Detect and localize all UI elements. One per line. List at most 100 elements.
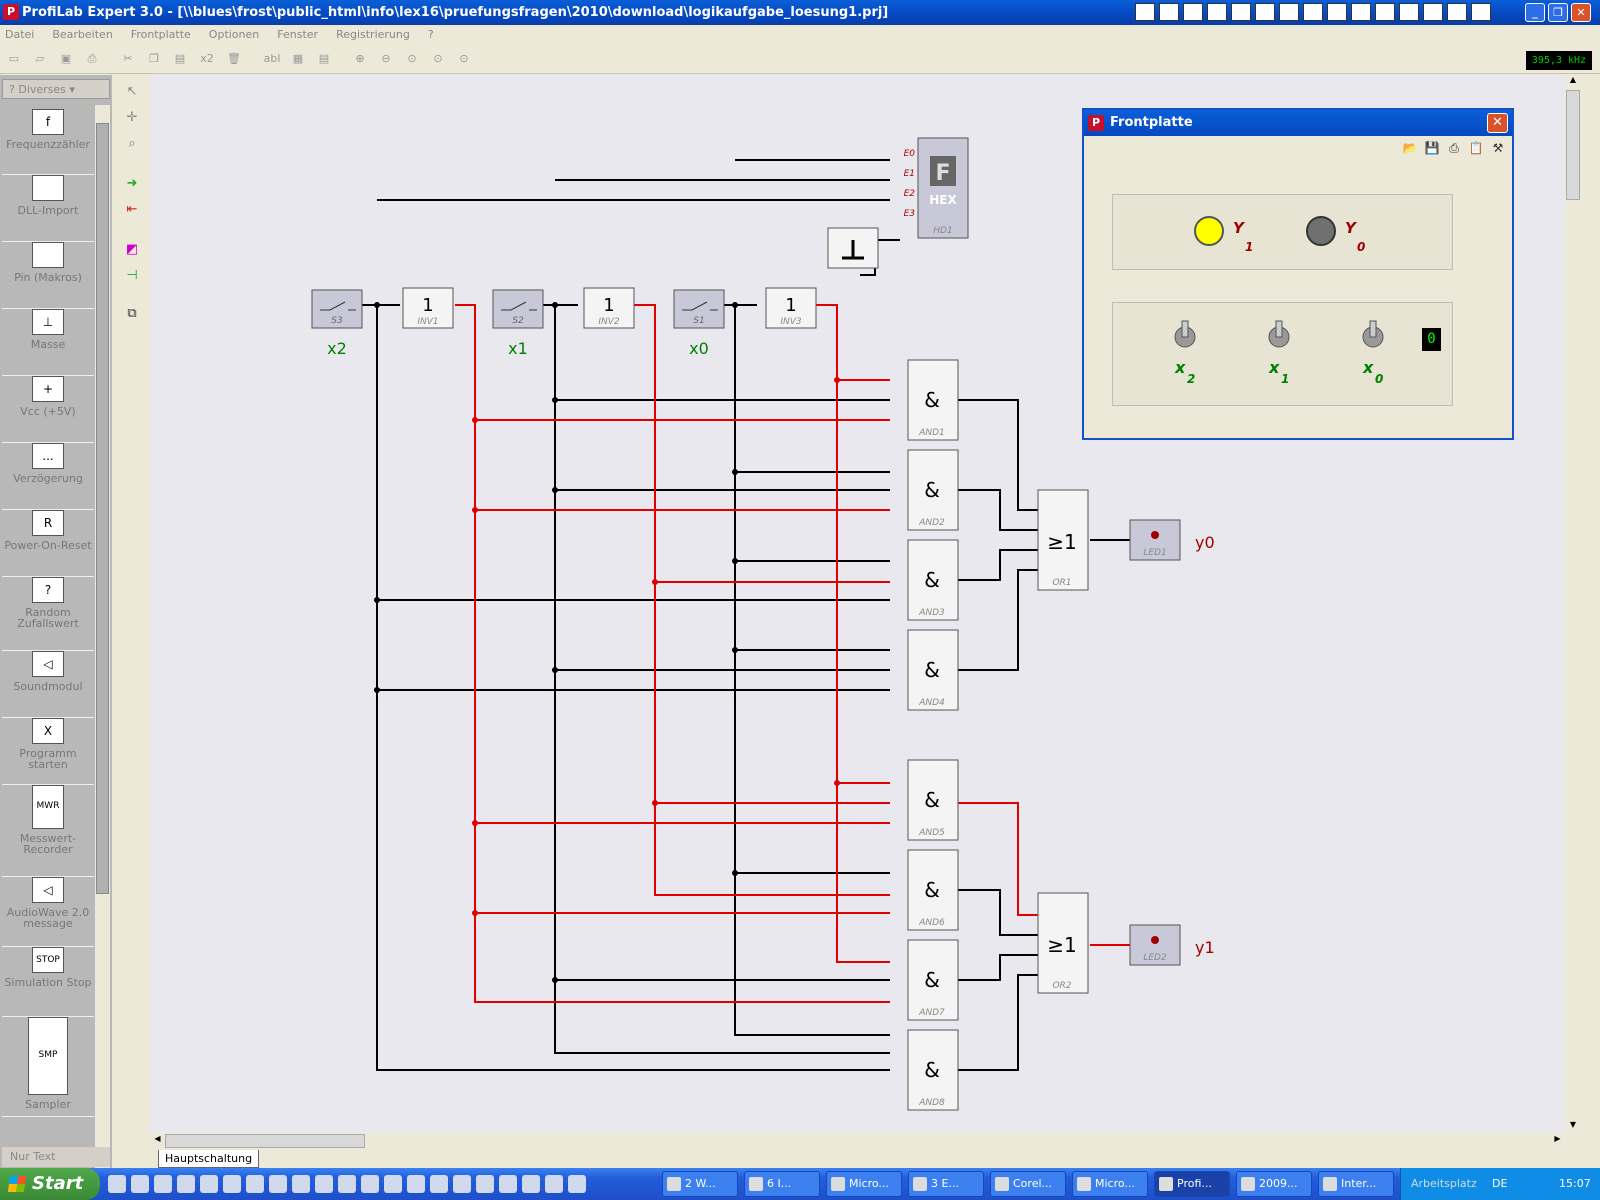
menu-frontplatte[interactable]: Frontplatte [130,28,191,41]
layout-icon[interactable] [1327,3,1347,21]
menu-help[interactable]: ? [427,28,434,41]
minimize-button[interactable]: _ [1525,3,1545,22]
toggle-switch-x0[interactable] [1362,320,1384,348]
category-select[interactable]: ? Diverses ▾ [2,79,110,99]
color-icon[interactable]: ◩ [125,242,139,257]
and-gate-and6[interactable]: &AND6 [907,849,959,931]
frontplate-close-button[interactable]: ✕ [1487,113,1508,133]
and-gate-and2[interactable]: &AND2 [907,449,959,531]
scroll-left-icon[interactable]: ◀ [154,1134,161,1143]
save-icon[interactable]: ▣ [60,52,72,65]
vertical-scrollbar-thumb[interactable] [1566,90,1580,200]
layout-icon[interactable] [1279,3,1299,21]
menu-datei[interactable]: Datei [5,28,35,41]
arrow-right-icon[interactable]: ➜ [126,176,138,191]
hierarchy-icon[interactable]: ⧉ [127,306,137,321]
toggle-switch-x1[interactable] [1268,320,1290,348]
zoom-all-icon[interactable]: ⊙ [459,52,469,65]
component-dll-import[interactable]: DLL-Import [2,175,94,242]
menu-bearbeiten[interactable]: Bearbeiten [52,28,113,41]
cut-icon[interactable]: ✂ [123,52,133,65]
quicklaunch-icon[interactable] [453,1175,471,1193]
task-button-active[interactable]: Profi... [1154,1171,1230,1197]
print-icon[interactable]: ⎙ [1449,141,1459,155]
task-button[interactable]: Corel... [990,1171,1066,1197]
layout-icon[interactable] [1183,3,1203,21]
task-button[interactable]: 3 E... [908,1171,984,1197]
task-button[interactable]: Inter... [1318,1171,1394,1197]
quicklaunch-icon[interactable] [269,1175,287,1193]
inverter-inv2[interactable]: 1 INV2 [583,287,635,329]
layout-icon[interactable] [1423,3,1443,21]
quicklaunch-icon[interactable] [407,1175,425,1193]
quicklaunch-icon[interactable] [430,1175,448,1193]
quicklaunch-icon[interactable] [499,1175,517,1193]
component-vcc[interactable]: +Vcc (+5V) [2,376,94,443]
component-random[interactable]: ?Random Zufallswert [2,577,94,651]
menu-optionen[interactable]: Optionen [208,28,260,41]
copy-icon[interactable]: ❐ [149,52,159,65]
layout-icon[interactable] [1399,3,1419,21]
and-gate-and7[interactable]: &AND7 [907,939,959,1021]
quicklaunch-icon[interactable] [568,1175,586,1193]
component-soundmodul[interactable]: ◁Soundmodul [2,651,94,718]
component-pin-makros[interactable]: Pin (Makros) [2,242,94,309]
close-button[interactable]: ✕ [1571,3,1591,22]
component-masse[interactable]: ⊥Masse [2,309,94,376]
zoom-out-icon[interactable]: ⊖ [381,52,391,65]
task-button[interactable]: 6 I... [744,1171,820,1197]
component-audiowave[interactable]: ◁AudioWave 2.0 message [2,877,94,947]
quicklaunch-icon[interactable] [246,1175,264,1193]
switch-s2[interactable]: S2 x1 [492,289,544,358]
scroll-up-icon[interactable]: ▲ [1569,75,1577,84]
component-verzoegerung[interactable]: ...Verzögerung [2,443,94,510]
layout-icon[interactable] [1375,3,1395,21]
layout-icon[interactable] [1231,3,1251,21]
layout-icon[interactable] [1135,3,1155,21]
duplicate-button[interactable]: x2 [200,52,214,65]
delete-icon[interactable]: 🗑 [227,52,241,65]
quicklaunch-icon[interactable] [154,1175,172,1193]
quicklaunch-icon[interactable] [177,1175,195,1193]
zoom-in-icon[interactable]: ⊕ [355,52,365,65]
arrow-left-icon[interactable]: ⇤ [126,202,138,217]
quicklaunch-icon[interactable] [545,1175,563,1193]
task-button[interactable]: 2 W... [662,1171,738,1197]
list-icon[interactable]: ▤ [318,52,330,65]
vertical-scrollbar[interactable]: ▲ ▼ [1565,75,1581,1135]
horizontal-scrollbar-thumb[interactable] [165,1134,365,1148]
start-button[interactable]: Start [0,1168,100,1200]
layout-icon[interactable] [1471,3,1491,21]
zoom-page-icon[interactable]: ⊙ [433,52,443,65]
and-gate-and4[interactable]: &AND4 [907,629,959,711]
quicklaunch-icon[interactable] [384,1175,402,1193]
scroll-down-icon[interactable]: ▼ [1569,1120,1577,1129]
quicklaunch-icon[interactable] [223,1175,241,1193]
and-gate-and5[interactable]: &AND5 [907,759,959,841]
save-icon[interactable]: 💾 [1424,141,1440,155]
paste-icon[interactable]: ▤ [174,52,186,65]
toggle-switch-x2[interactable] [1174,320,1196,348]
layout-icon[interactable] [1207,3,1227,21]
switch-s3[interactable]: S3 x2 [311,289,363,358]
quicklaunch-icon[interactable] [476,1175,494,1193]
open-icon[interactable]: 📂 [1402,141,1418,155]
menu-registrierung[interactable]: Registrierung [336,28,410,41]
print-icon[interactable]: ⎙ [87,52,97,65]
pin-icon[interactable]: ⊣ [126,268,138,283]
paste-icon[interactable]: 📋 [1468,141,1484,155]
ground-symbol[interactable] [827,227,879,269]
layout-icon[interactable] [1255,3,1275,21]
switch-s1[interactable]: S1 x0 [673,289,725,358]
task-button[interactable]: Micro... [1072,1171,1148,1197]
library-footer[interactable]: Nur Text [2,1147,110,1167]
and-gate-and1[interactable]: &AND1 [907,359,959,441]
tray-label[interactable]: Arbeitsplatz [1411,1177,1477,1190]
and-gate-and3[interactable]: &AND3 [907,539,959,621]
zoom-fit-icon[interactable]: ⊙ [407,52,417,65]
